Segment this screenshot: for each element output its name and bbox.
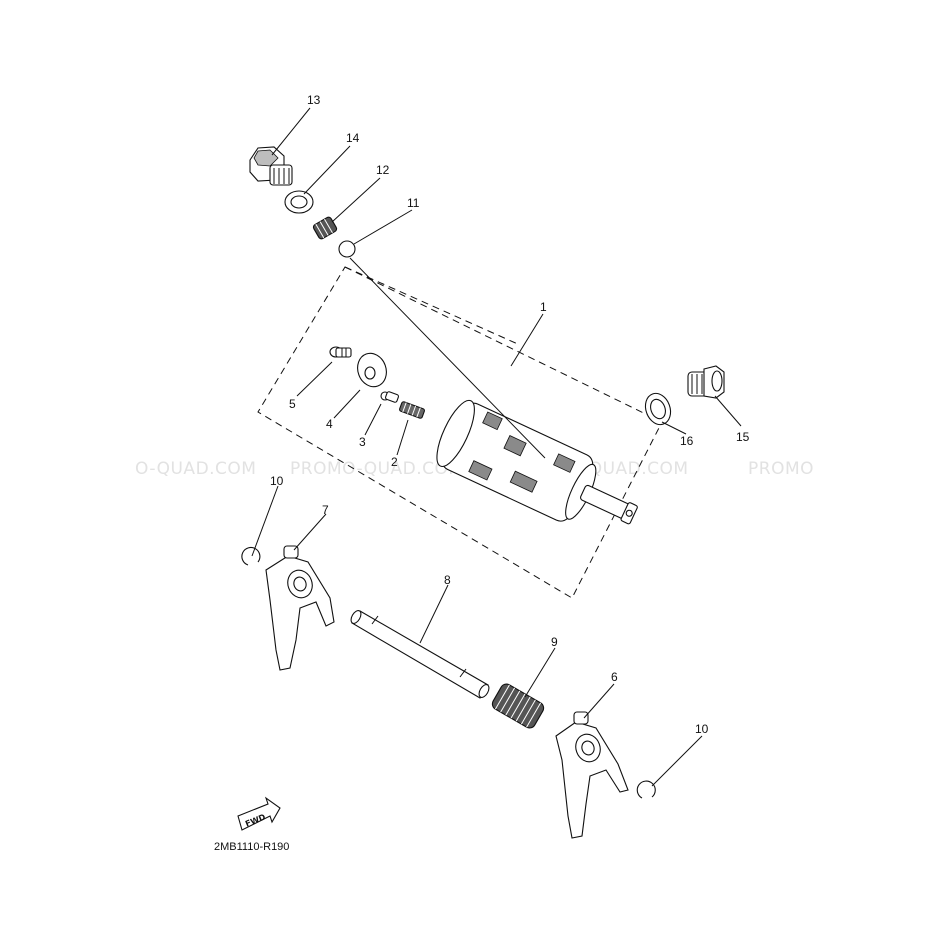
part-5-screw: [329, 346, 352, 358]
callout-2: 2: [391, 455, 398, 469]
callout-6: 6: [611, 670, 618, 684]
part-16-washer: [644, 392, 672, 426]
part-15-plug: [687, 365, 725, 399]
callout-16: 16: [680, 434, 694, 448]
assembly-outline-inner: [344, 266, 521, 346]
callout-10-left: 10: [270, 474, 284, 488]
part-3-pin: [380, 391, 399, 403]
callout-8: 8: [444, 573, 451, 587]
part-7-shift-fork: [265, 545, 335, 671]
callout-3: 3: [359, 435, 366, 449]
callout-1: 1: [540, 300, 547, 314]
callout-14: 14: [346, 131, 360, 145]
callout-5: 5: [289, 397, 296, 411]
part-13-bolt: [249, 146, 293, 186]
watermark-text-1: O-QUAD.COM: [135, 459, 256, 479]
watermark-text-2: PROMO-QUAD.COM: [290, 459, 464, 479]
part-10-circlip-left: [241, 546, 261, 566]
callout-10-right: 10: [695, 722, 709, 736]
diagram-part-code: 2MB1110-R190: [214, 841, 289, 853]
part-2-spring: [399, 401, 425, 419]
part-12-spring: [312, 216, 338, 240]
callout-4: 4: [326, 417, 333, 431]
part-6-shift-fork: [555, 711, 629, 839]
part-9-spring: [491, 683, 545, 729]
callout-13: 13: [307, 93, 321, 107]
part-14-washer: [284, 190, 314, 214]
callout-7: 7: [322, 503, 329, 517]
part-8-shaft: [350, 610, 490, 699]
callout-9: 9: [551, 635, 558, 649]
callouts: 13 14 12 11 1 5 4 3 2 16 15 10 7 8 9 6 1…: [270, 93, 750, 736]
callout-15: 15: [736, 430, 750, 444]
fwd-arrow-icon: FWD: [237, 796, 281, 831]
part-10-circlip-right: [636, 780, 656, 799]
part-11-ball: [338, 240, 356, 258]
part-1-shift-drum: [436, 399, 638, 525]
leader-lines: [251, 107, 742, 787]
callout-11: 11: [407, 196, 420, 210]
part-4-plate: [357, 352, 387, 388]
watermark-text-4: PROMO: [748, 459, 814, 479]
callout-12: 12: [376, 163, 390, 177]
